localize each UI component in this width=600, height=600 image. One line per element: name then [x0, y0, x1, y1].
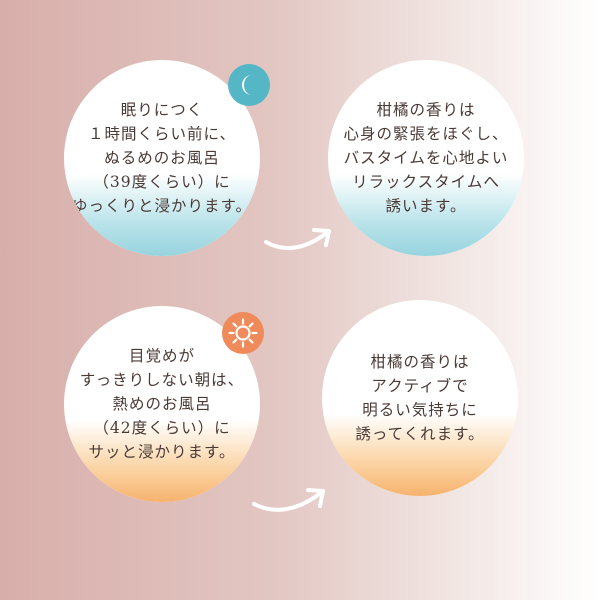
- night-bath-tip-circle: 眠りにつく １時間くらい前に、 ぬるめのお風呂 （39度くらい）に ゆっくりと浸…: [64, 60, 260, 256]
- orange-gradient-fade: [322, 413, 518, 496]
- curved-arrow-icon: [252, 488, 325, 512]
- orange-gradient-fade: [64, 419, 260, 502]
- sun-icon: [222, 312, 264, 354]
- curved-arrow-icon: [264, 228, 331, 250]
- night-citrus-effect-text: 柑橘の香りは 心身の緊張をほぐし、 バスタイムを心地よい リラックスタイムへ 誘…: [343, 101, 509, 215]
- morning-bath-tip-circle: 目覚めが すっきりしない朝は、 熱めのお風呂 （42度くらい）に サッと浸かりま…: [64, 306, 260, 502]
- morning-citrus-effect-circle: 柑橘の香りは アクティブで 明るい気持ちに 誘ってくれます。: [322, 300, 518, 496]
- blue-gradient-fade: [64, 173, 260, 256]
- night-citrus-effect-circle: 柑橘の香りは 心身の緊張をほぐし、 バスタイムを心地よい リラックスタイムへ 誘…: [328, 60, 524, 256]
- night-bath-tip-text: 眠りにつく １時間くらい前に、 ぬるめのお風呂 （39度くらい）に ゆっくりと浸…: [72, 101, 252, 215]
- moon-icon: [228, 64, 270, 106]
- morning-bath-tip-text: 目覚めが すっきりしない朝は、 熱めのお風呂 （42度くらい）に サッと浸かりま…: [79, 347, 245, 461]
- blue-gradient-fade: [328, 173, 524, 256]
- morning-citrus-effect-text: 柑橘の香りは アクティブで 明るい気持ちに 誘ってくれます。: [355, 353, 485, 443]
